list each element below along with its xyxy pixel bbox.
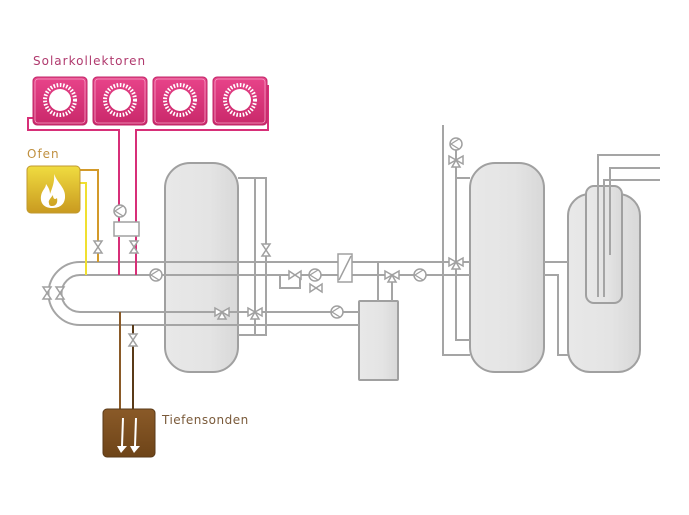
pump-icon (330, 305, 344, 319)
ofen-pipe (80, 182, 87, 275)
valve-icon (261, 243, 271, 257)
ofen-box (26, 165, 81, 214)
pump-icon (413, 268, 427, 282)
tiefensonden-label: Tiefensonden (162, 413, 249, 427)
solar-label: Solarkollektoren (33, 54, 147, 68)
flame-icon (40, 174, 66, 208)
tiefensonden-box (102, 408, 156, 458)
buffer-tank-1 (164, 162, 239, 373)
mixing-valve-icon (384, 270, 400, 283)
solar-heat-exchanger (113, 221, 140, 237)
pump-icon (149, 268, 163, 282)
valve-icon (309, 283, 323, 293)
ofen-pipe (80, 169, 99, 262)
pump-icon (449, 137, 463, 151)
down-arrows-icon (117, 418, 140, 453)
valve-icon (42, 286, 52, 300)
solar-panel (32, 76, 88, 126)
pump-icon (308, 268, 322, 282)
valve-icon (288, 270, 302, 280)
heat-pump-unit (358, 300, 399, 381)
solar-pipes (27, 85, 269, 275)
solar-pump-icon (113, 204, 127, 218)
sun-icon (43, 83, 77, 117)
solar-panel (91, 75, 149, 127)
buffer-tank-2 (469, 162, 545, 373)
valve-icon (128, 333, 138, 347)
valve-icon (93, 240, 103, 254)
solar-panel (211, 75, 269, 127)
valve-icon (55, 286, 65, 300)
solar-collectors (32, 75, 269, 127)
solar-panel (151, 75, 209, 127)
ofen-label: Ofen (27, 147, 60, 161)
